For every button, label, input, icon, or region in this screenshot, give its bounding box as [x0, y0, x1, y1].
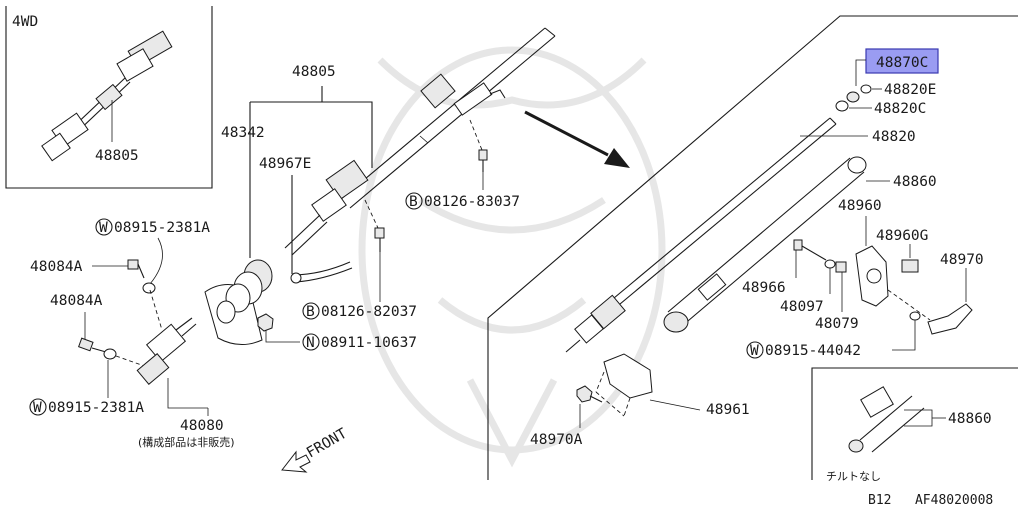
label-48967E: 48967E: [259, 156, 311, 172]
strap-48967E: [290, 175, 353, 284]
label-48080: 48080: [180, 418, 224, 434]
bolt-48970A: [576, 385, 603, 403]
footer-code: B12 AF48020008: [868, 493, 993, 508]
label-08915-2381A-bottom: 08915-2381A: [48, 400, 144, 416]
prefix-nut: N: [306, 335, 315, 351]
bracket-48961: [595, 353, 653, 417]
label-48084A-2: 48084A: [50, 293, 103, 309]
spacer-48870C: [846, 91, 860, 103]
label-08911-10637: 08911-10637: [321, 335, 417, 351]
washer-08915-44042: [909, 311, 921, 321]
bolt-08126-83037: [469, 119, 488, 190]
clip-48960G: [901, 259, 919, 273]
prefix-washer-3: W: [750, 343, 759, 359]
bracket-48960: [855, 245, 889, 307]
label-48805-4wd: 48805: [95, 148, 139, 164]
column-boot: [204, 259, 273, 345]
nut-08911-10637: [257, 313, 300, 343]
4wd-shaft-illustration: [41, 30, 173, 162]
inset-4wd-title: 4WD: [12, 14, 38, 30]
label-48820: 48820: [872, 129, 916, 145]
label-48097: 48097: [780, 299, 824, 315]
bolt-48966: [793, 239, 827, 261]
steering-column-assembly: [284, 27, 556, 256]
label-48960G: 48960G: [876, 228, 928, 244]
washer-top: [142, 282, 156, 294]
label-48079: 48079: [815, 316, 859, 332]
tube-48860: [663, 156, 867, 333]
inset-tilt-less: [811, 367, 1018, 480]
prefix-washer-2: W: [33, 400, 42, 416]
lever-48970: [927, 268, 973, 335]
label-08915-2381A-top: 08915-2381A: [114, 220, 210, 236]
prefix-washer-1: W: [99, 220, 108, 236]
nut-48079: [835, 261, 847, 273]
label-48860-inset: 48860: [948, 411, 992, 427]
highlight-48870C: [865, 48, 939, 74]
bolt-08126-82037: [364, 199, 385, 302]
label-48084A-1: 48084A: [30, 259, 83, 275]
label-48870C: 48870C: [876, 55, 928, 71]
label-48805: 48805: [292, 64, 336, 80]
washer-48820C: [835, 100, 849, 112]
label-08126-83037: 08126-83037: [424, 194, 520, 210]
bolt-48084A-2: [78, 337, 107, 353]
label-48820E: 48820E: [884, 82, 936, 98]
watermark-emblem: [358, 46, 666, 468]
front-arrow-icon: [281, 450, 311, 473]
label-48970A: 48970A: [530, 432, 583, 448]
label-48820C: 48820C: [874, 101, 926, 117]
label-48961: 48961: [706, 402, 750, 418]
universal-joint-48080: [136, 317, 197, 385]
washer-bottom: [103, 348, 117, 360]
inset-tilt-caption: チルトなし: [826, 470, 881, 483]
right-panel-frame: [487, 15, 1018, 480]
label-48970: 48970: [940, 252, 984, 268]
washer-48097: [824, 259, 836, 269]
shaft-48820: [565, 117, 837, 353]
front-label: FRONT: [304, 426, 350, 462]
washer-48820E: [860, 84, 872, 94]
label-48342: 48342: [221, 125, 265, 141]
label-48960: 48960: [838, 198, 882, 214]
prefix-bolt-2: B: [306, 304, 315, 320]
bolt-48084A-1: [127, 259, 145, 279]
direction-arrow-icon: [524, 110, 630, 168]
inset-4wd: 4WD 48805: [5, 6, 213, 189]
label-08915-44042: 08915-44042: [765, 343, 861, 359]
note-not-sold: (構成部品は非販売): [138, 435, 235, 449]
label-08126-82037: 08126-82037: [321, 304, 417, 320]
prefix-bolt-1: B: [409, 194, 418, 210]
label-48966: 48966: [742, 280, 786, 296]
label-48860: 48860: [893, 174, 937, 190]
